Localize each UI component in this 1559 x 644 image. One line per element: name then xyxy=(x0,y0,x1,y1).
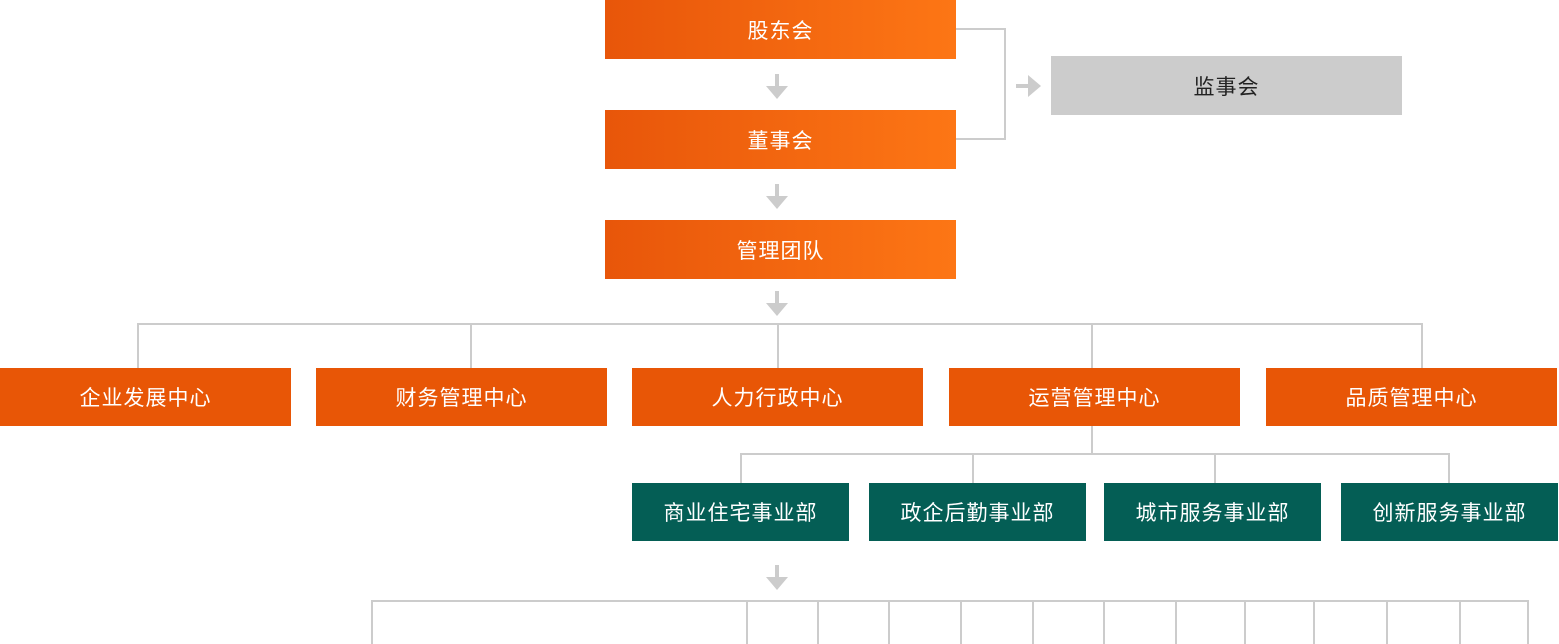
arrow-down-icon xyxy=(766,565,788,590)
connector-line xyxy=(956,138,1006,140)
connector-line xyxy=(1103,600,1105,644)
node-supervisory-board: 监事会 xyxy=(1051,56,1402,115)
connector-line xyxy=(1459,600,1461,644)
connector-line xyxy=(1448,453,1450,483)
connector-line xyxy=(470,323,472,368)
connector-line xyxy=(137,323,139,368)
node-board-of-directors: 董事会 xyxy=(605,110,956,169)
connector-line xyxy=(1527,600,1529,644)
connector-line xyxy=(777,323,779,368)
connector-line xyxy=(960,600,962,644)
node-division: 城市服务事业部 xyxy=(1104,483,1321,541)
connector-line xyxy=(371,600,1529,602)
node-division: 商业住宅事业部 xyxy=(632,483,849,541)
node-label: 企业发展中心 xyxy=(79,386,212,410)
node-center: 人力行政中心 xyxy=(632,368,923,426)
node-label: 品质管理中心 xyxy=(1345,386,1478,410)
arrow-down-icon xyxy=(766,184,788,209)
connector-line xyxy=(137,323,1423,325)
connector-line xyxy=(1214,453,1216,483)
connector-line xyxy=(817,600,819,644)
connector-line xyxy=(740,453,1450,455)
connector-line xyxy=(1313,600,1315,644)
node-shareholders-meeting: 股东会 xyxy=(605,0,956,59)
node-center: 财务管理中心 xyxy=(316,368,607,426)
connector-line xyxy=(746,600,748,644)
node-label: 政企后勤事业部 xyxy=(900,501,1055,525)
node-division: 政企后勤事业部 xyxy=(869,483,1086,541)
node-label: 人力行政中心 xyxy=(711,386,844,410)
node-label: 董事会 xyxy=(747,128,814,153)
connector-line xyxy=(740,453,742,483)
connector-line xyxy=(1386,600,1388,644)
node-label: 财务管理中心 xyxy=(395,386,528,410)
connector-line xyxy=(1091,323,1093,368)
connector-line xyxy=(1421,323,1423,368)
connector-line xyxy=(956,28,1006,30)
node-center: 品质管理中心 xyxy=(1266,368,1557,426)
connector-line xyxy=(1175,600,1177,644)
connector-line xyxy=(1244,600,1246,644)
node-label: 管理团队 xyxy=(736,238,825,263)
node-label: 创新服务事业部 xyxy=(1372,501,1527,525)
node-label: 股东会 xyxy=(747,18,814,43)
node-management-team: 管理团队 xyxy=(605,220,956,279)
connector-line xyxy=(1004,28,1006,140)
node-label: 运营管理中心 xyxy=(1028,386,1161,410)
node-label: 城市服务事业部 xyxy=(1135,501,1290,525)
connector-line xyxy=(1091,426,1093,454)
connector-line xyxy=(1032,600,1034,644)
node-center: 运营管理中心 xyxy=(949,368,1240,426)
connector-line xyxy=(972,453,974,483)
node-label: 监事会 xyxy=(1193,74,1260,99)
arrow-right-icon xyxy=(1016,75,1041,97)
connector-line xyxy=(888,600,890,644)
arrow-down-icon xyxy=(766,74,788,99)
connector-line xyxy=(371,600,373,644)
node-division: 创新服务事业部 xyxy=(1341,483,1558,541)
node-label: 商业住宅事业部 xyxy=(663,501,818,525)
node-center: 企业发展中心 xyxy=(0,368,291,426)
arrow-down-icon xyxy=(766,291,788,316)
